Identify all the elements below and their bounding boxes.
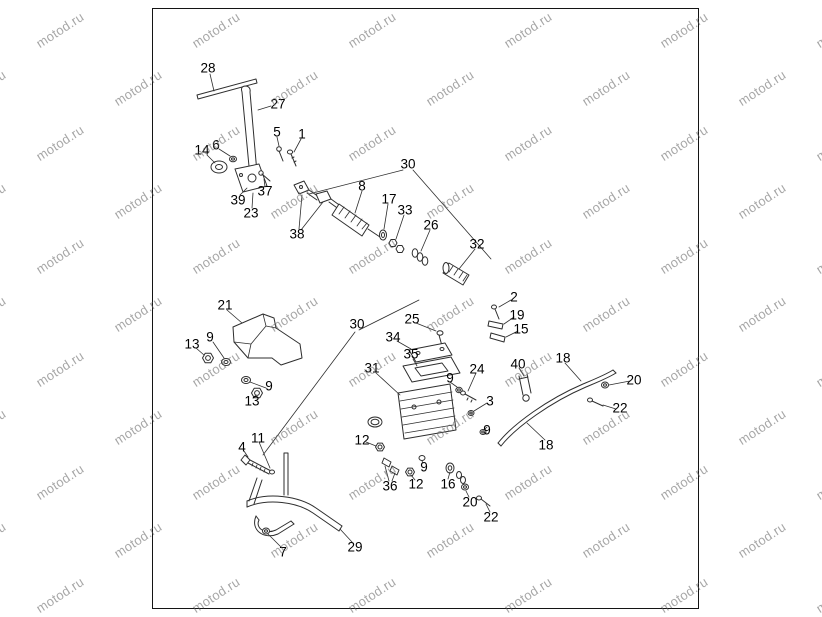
callout-9: 9 (420, 459, 428, 475)
callout-6: 6 (212, 137, 220, 153)
callout-15: 15 (513, 321, 529, 337)
watermark-text: motod.ru (0, 406, 9, 448)
rod-28 (196, 78, 258, 100)
lever-27 (234, 85, 268, 193)
callout-20: 20 (626, 372, 642, 388)
callout-12: 12 (354, 432, 370, 448)
fasteners-5-1-37 (258, 146, 297, 182)
watermark-text: motod.ru (33, 574, 87, 616)
callout-35: 35 (403, 346, 419, 362)
callout-37: 37 (257, 183, 273, 199)
callout-13: 13 (244, 393, 260, 409)
callout-16: 16 (440, 476, 456, 492)
callout-33: 33 (397, 202, 413, 218)
callout-30: 30 (349, 316, 365, 332)
callout-14: 14 (194, 142, 210, 158)
bushing-14-washer-6 (210, 155, 237, 174)
callout-39: 39 (230, 192, 246, 208)
watermark-text: motod.ru (735, 180, 789, 222)
leader-lines (195, 73, 631, 548)
callout-29: 29 (347, 539, 363, 555)
callout-4: 4 (238, 439, 246, 455)
callout-13: 13 (184, 336, 200, 352)
small-parts-9-24-3 (455, 386, 487, 435)
watermark-text: motod.ru (33, 235, 87, 277)
fasteners-2-19-15 (487, 304, 506, 343)
watermark-text: motod.ru (735, 406, 789, 448)
watermark-text: motod.ru (813, 235, 822, 277)
bracket-21 (232, 313, 303, 366)
cable-chain-38-8-17-33-26-32 (293, 180, 470, 286)
body-stack-25-34-35-31 (367, 330, 461, 440)
callout-12: 12 (408, 476, 424, 492)
callout-3: 3 (486, 393, 494, 409)
callout-9: 9 (446, 370, 454, 386)
callout-28: 28 (200, 60, 216, 76)
callout-9: 9 (483, 422, 491, 438)
watermark-text: motod.ru (0, 519, 9, 561)
parts-diagram-art (195, 73, 631, 548)
callout-32: 32 (469, 236, 485, 252)
callout-1: 1 (298, 126, 306, 142)
pedal-29-4-11-7 (240, 452, 343, 537)
watermark-text: motod.ru (735, 519, 789, 561)
callout-9: 9 (206, 329, 214, 345)
watermark-text: motod.ru (0, 180, 9, 222)
callout-22: 22 (483, 509, 499, 525)
watermark-text: motod.ru (813, 461, 822, 503)
callout-38: 38 (289, 226, 305, 242)
bottom-hardware-12-36-9-16 (375, 442, 466, 484)
callout-24: 24 (469, 361, 485, 377)
watermark-text: motod.ru (735, 67, 789, 109)
watermark-text: motod.ru (33, 122, 87, 164)
callout-17: 17 (381, 191, 397, 207)
callout-11: 11 (250, 430, 266, 446)
callout-25: 25 (404, 311, 420, 327)
callout-9: 9 (265, 378, 273, 394)
callout-26: 26 (423, 217, 439, 233)
callout-34: 34 (385, 329, 401, 345)
nuts-13-9-left (202, 352, 263, 399)
callout-8: 8 (358, 178, 366, 194)
callout-36: 36 (382, 478, 398, 494)
callout-22: 22 (612, 400, 628, 416)
watermark-text: motod.ru (735, 293, 789, 335)
watermark-text: motod.ru (0, 293, 9, 335)
callout-30: 30 (400, 156, 416, 172)
watermark-text: motod.ru (813, 122, 822, 164)
callout-31: 31 (364, 360, 380, 376)
callout-5: 5 (273, 124, 281, 140)
watermark-text: motod.ru (33, 9, 87, 51)
callout-19: 19 (509, 307, 525, 323)
watermark-text: motod.ru (813, 348, 822, 390)
callout-18: 18 (538, 437, 554, 453)
callout-21: 21 (217, 297, 233, 313)
callout-40: 40 (510, 356, 526, 372)
watermark-text: motod.ru (0, 67, 9, 109)
watermark-text: motod.ru (813, 574, 822, 616)
watermark-text: motod.ru (813, 9, 822, 51)
watermark-text: motod.ru (33, 348, 87, 390)
callout-7: 7 (279, 544, 287, 560)
linkage-40-18-20-22 (461, 369, 617, 507)
callout-27: 27 (270, 96, 286, 112)
callout-23: 23 (243, 205, 259, 221)
callout-18: 18 (555, 350, 571, 366)
watermark-text: motod.ru (33, 461, 87, 503)
callout-2: 2 (510, 289, 518, 305)
callout-20: 20 (462, 494, 478, 510)
